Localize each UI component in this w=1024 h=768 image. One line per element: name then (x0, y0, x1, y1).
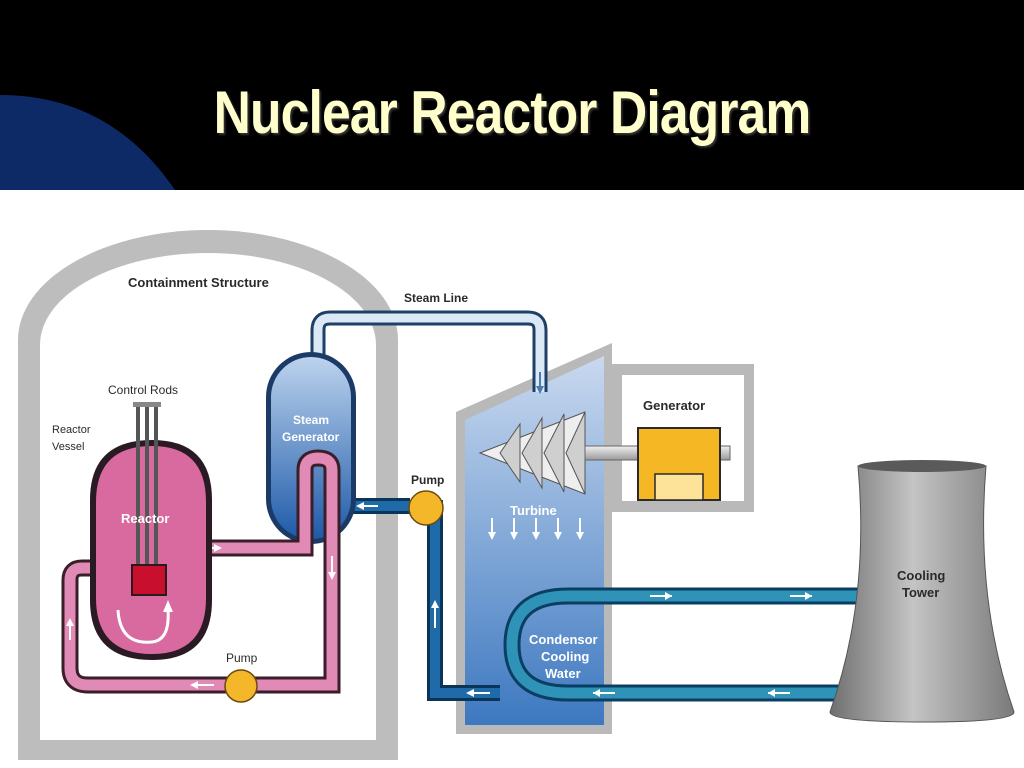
generator-unit (637, 427, 721, 501)
label-condensor-line2: Cooling (541, 649, 589, 664)
label-cooling-tower-line2: Tower (902, 585, 939, 600)
reactor-core (131, 564, 167, 596)
label-generator: Generator (643, 398, 705, 413)
label-steam-generator-line1: Steam (293, 413, 329, 427)
label-primary-pump: Pump (226, 651, 258, 665)
reactor-vessel (90, 440, 212, 660)
label-condensor-line1: Condensor (529, 632, 598, 647)
label-turbine: Turbine (510, 503, 557, 518)
header-swoosh-decoration (0, 95, 175, 190)
slide-title: Nuclear Reactor Diagram (213, 79, 812, 146)
turbine-housing (456, 343, 612, 734)
turbine-blades (478, 411, 586, 540)
secondary-pump (408, 490, 444, 526)
label-condensor-line3: Water (545, 666, 581, 681)
nuclear-reactor-diagram: Containment Structure Steam Line Control… (18, 230, 1015, 760)
diagram-panel: Containment Structure Steam Line Control… (0, 190, 1024, 768)
label-control-rods: Control Rods (108, 383, 178, 397)
label-steam-line: Steam Line (404, 291, 468, 305)
condensor-cooling-water-loop (503, 587, 862, 702)
label-reactor-vessel-line2: Vessel (52, 441, 84, 453)
label-containment-structure: Containment Structure (128, 275, 269, 290)
primary-pump (224, 669, 258, 703)
label-reactor: Reactor (121, 511, 169, 526)
label-steam-generator-line2: Generator (282, 430, 340, 444)
label-secondary-pump: Pump (411, 473, 444, 487)
control-rods (133, 402, 161, 572)
cooling-tower (829, 460, 1015, 723)
label-cooling-tower-line1: Cooling (897, 568, 945, 583)
slide-header: Nuclear Reactor Diagram (0, 0, 1024, 190)
label-reactor-vessel-line1: Reactor (52, 424, 91, 436)
